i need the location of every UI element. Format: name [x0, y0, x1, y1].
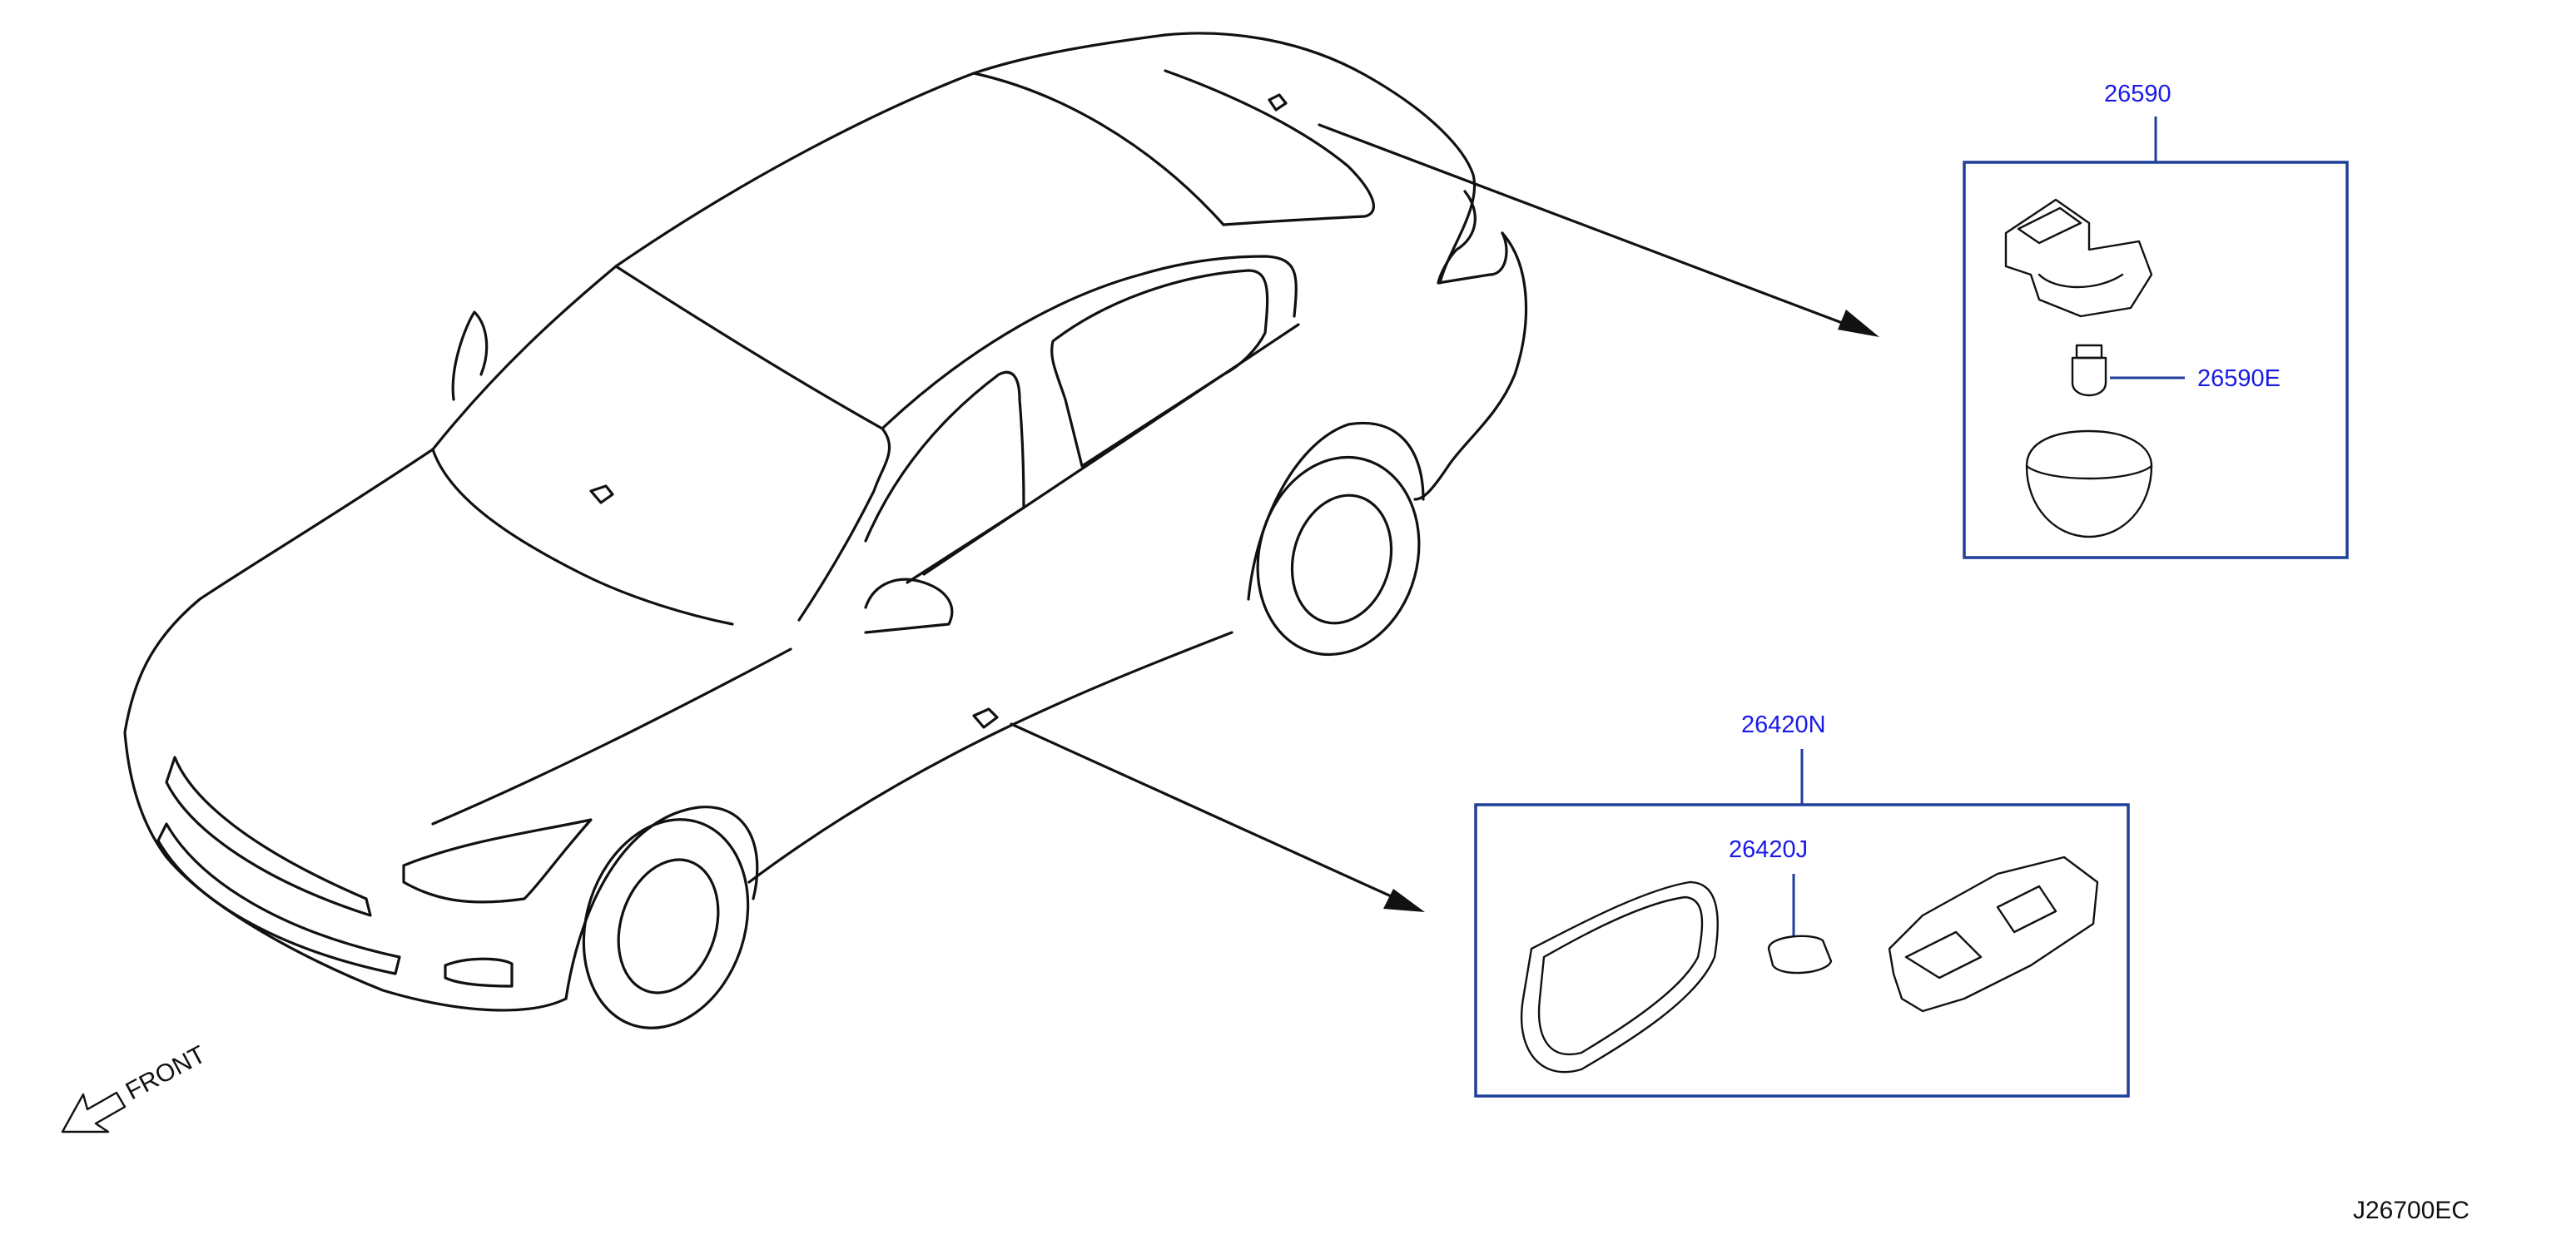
part-number-26590: 26590: [2104, 81, 2171, 107]
detail-box-26420N: [1474, 803, 2130, 1098]
detail-box-26590: [1963, 161, 2349, 559]
part-number-26420N: 26420N: [1741, 712, 1826, 738]
front-arrow-icon: [61, 1091, 127, 1133]
part-number-26420J: 26420J: [1729, 836, 1808, 863]
lens-icon: [2025, 429, 2153, 538]
bulb-icon-2: [1767, 935, 1833, 975]
housing-icon: [1888, 856, 2099, 1013]
part-number-26590E: 26590E: [2197, 365, 2281, 392]
lens-frame-icon: [1520, 880, 1719, 1074]
callout-26590: 26590 26590E: [1963, 81, 2349, 559]
front-direction-indicator: FRONT: [61, 1041, 211, 1133]
front-label: FRONT: [122, 1041, 211, 1106]
pointer-arrows: [1010, 123, 1879, 912]
diagram-id: J26700EC: [2353, 1197, 2469, 1224]
bulb-icon: [2071, 356, 2107, 397]
callout-26420N: 26420N 26420J: [1474, 712, 2130, 1098]
vehicle-outline: [123, 32, 1528, 1029]
